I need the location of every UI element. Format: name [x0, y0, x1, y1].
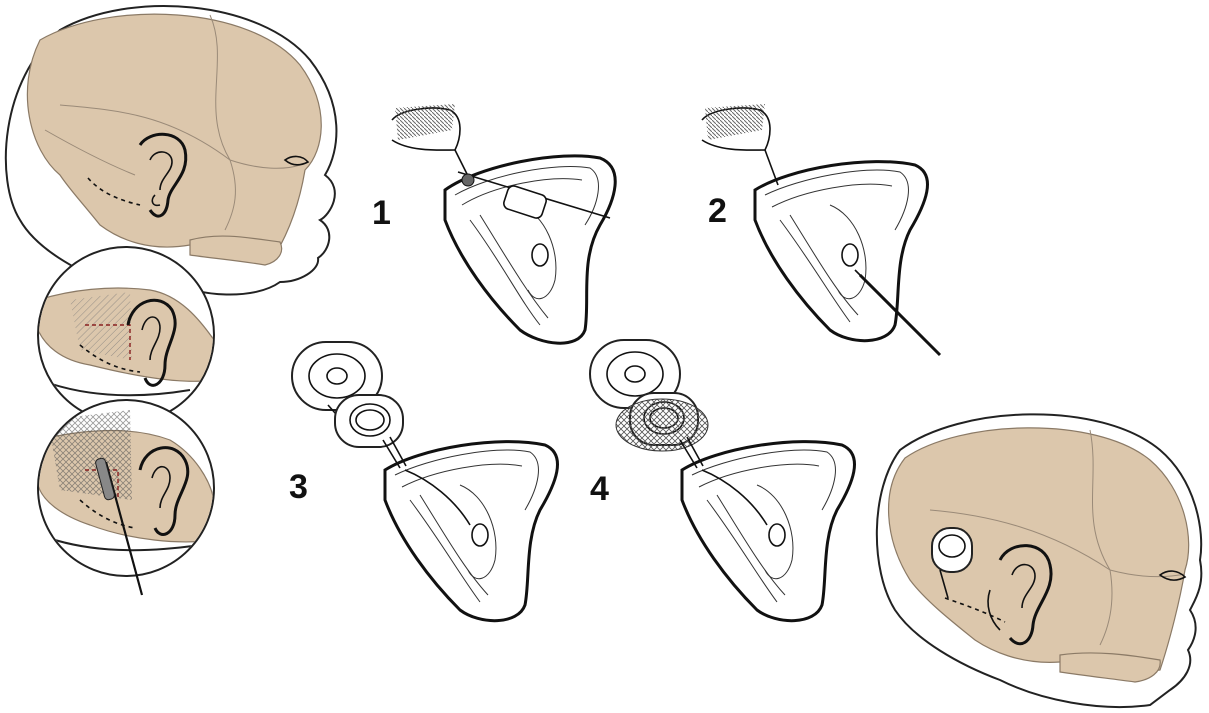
inset-needle-placement — [38, 400, 214, 595]
drill-burr-icon — [462, 174, 474, 186]
step-number-1: 1 — [372, 196, 391, 230]
sealant-icon — [616, 399, 708, 451]
step-4-sealing — [590, 340, 855, 621]
infant-head-postoperative — [877, 414, 1202, 707]
step-2-insertion — [702, 104, 940, 355]
step-number-3: 3 — [289, 470, 308, 504]
infant-head-preoperative — [6, 6, 337, 295]
step-1-drilling — [392, 104, 615, 343]
step-3-implant-placement — [292, 342, 558, 621]
step-number-4: 4 — [590, 472, 609, 506]
inset-incision-marking — [38, 247, 214, 423]
step-number-2: 2 — [708, 194, 727, 228]
